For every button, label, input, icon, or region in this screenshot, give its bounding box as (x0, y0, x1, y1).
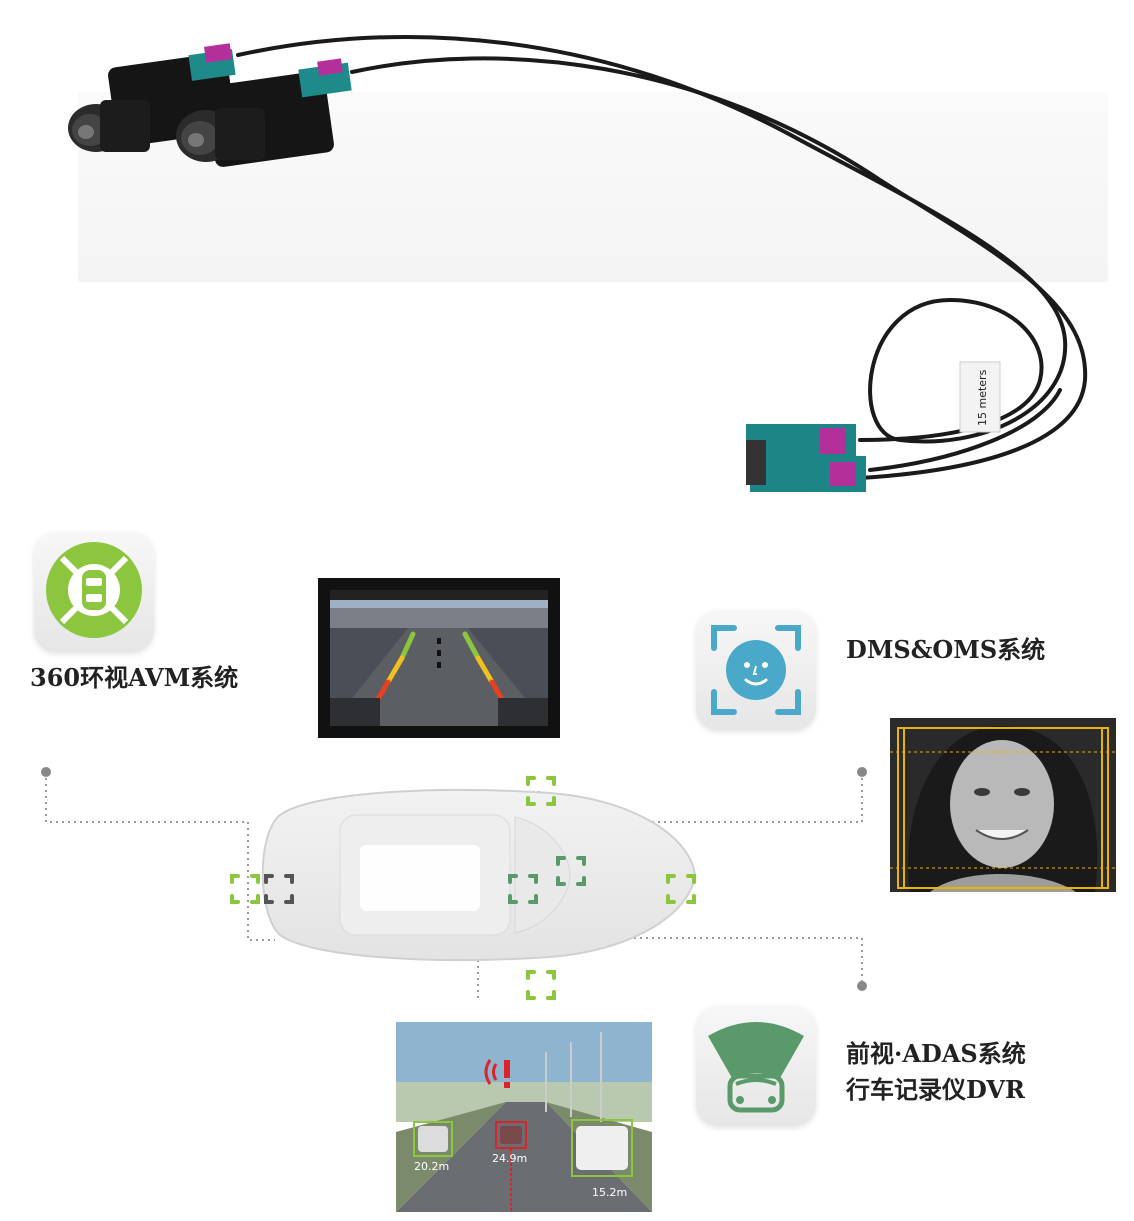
adas-label-line-2: 行车记录仪DVR (846, 1075, 1025, 1104)
marker-front (666, 874, 696, 904)
adas-feature-icon (696, 1006, 816, 1126)
adas-road-scene-image (396, 1022, 652, 1212)
marker-center (508, 874, 538, 904)
camera-product-illustration (68, 35, 1088, 492)
car-top-view (261, 788, 697, 962)
marker-left-inner (264, 874, 294, 904)
coax-cables (236, 35, 1088, 480)
driver-face-image (890, 718, 1116, 892)
adas-label-line-1: 前视·ADAS系统 (846, 1039, 1026, 1068)
avm-feature-label: 360环视AVM系统 (30, 663, 239, 692)
dms-feature-icon (696, 610, 816, 730)
cable-length-tag (959, 361, 1001, 433)
avm-feature-icon (34, 532, 154, 652)
camera-module-right (176, 58, 352, 167)
distance-label-center: 24.9m (492, 1152, 528, 1165)
dms-feature-label: DMS&OMS系统 (846, 635, 1046, 664)
marker-top (526, 776, 556, 806)
marker-cabin (556, 856, 586, 886)
cable-length-label: 15 meters (976, 369, 989, 426)
camera-markers (230, 776, 696, 1000)
distance-label-left: 20.2m (414, 1160, 450, 1173)
marker-left-outer (230, 874, 260, 904)
fakra-connectors (746, 424, 866, 492)
adas-feature-label: 前视·ADAS系统 行车记录仪DVR (846, 1036, 1026, 1108)
rear-camera-display-image (318, 578, 560, 738)
distance-label-right: 15.2m (592, 1186, 628, 1199)
marker-bottom (526, 970, 556, 1000)
